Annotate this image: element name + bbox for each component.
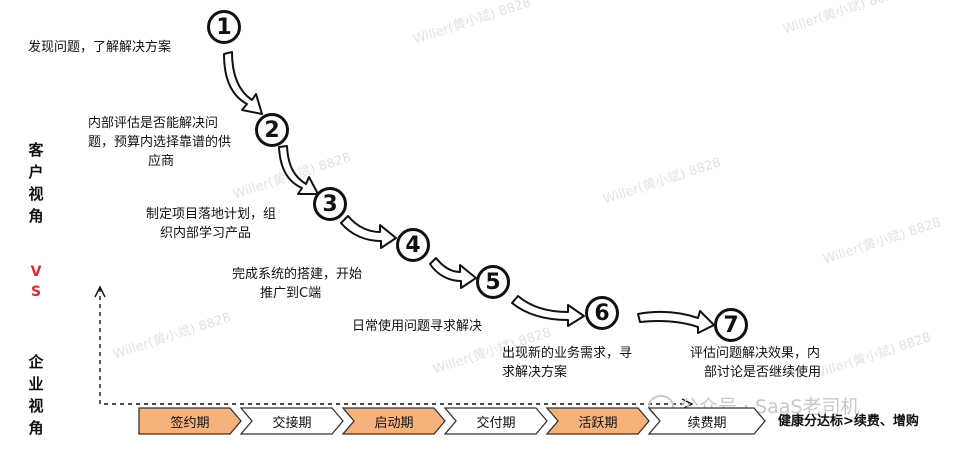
step-description-2: 内部评估是否能解决问 题，预算内选择靠谱的供 应商 [88,114,231,171]
text-line: 完成系统的搭建，开始 [232,267,363,282]
vs-char: V [30,264,42,280]
step-circle-3: 3 [313,187,347,221]
label-char: 企 [28,353,44,371]
phase-label: 交付期 [476,415,516,431]
curved-arrow-icon [637,310,715,334]
label-char: 视 [28,397,44,415]
text-line: 内部评估是否能解决问 [88,116,219,131]
step-description-1: 发现问题，了解解决方案 [28,38,171,57]
curved-arrow-icon [340,215,397,249]
phase-chevron: 活跃期 [546,407,650,435]
curved-arrow-icon [223,51,263,115]
label-char: 角 [28,207,44,225]
step-circle-5: 5 [476,265,510,299]
renewal-goal-text: 健康分达标>续费、增购 [778,414,919,429]
label-char: 业 [28,375,44,393]
curved-arrow-icon [278,145,319,195]
text-line: 推广到C端 [260,286,322,301]
step-circle-2: 2 [255,113,289,147]
text-line: 求解决方案 [502,365,568,380]
text-line: 日常使用问题寻求解决 [352,319,483,334]
curved-arrow-icon [429,257,477,289]
phase-chevron: 签约期 [138,407,242,435]
phase-label: 活跃期 [578,415,618,431]
phase-chevron: 续费期 [648,407,766,435]
label-char: 户 [28,163,44,181]
label-char: 角 [28,419,44,437]
text-line: 制定项目落地计划，组 [146,207,277,222]
step-circle-6: 6 [585,296,619,330]
step-circle-4: 4 [396,228,430,262]
phase-label: 启动期 [374,415,414,431]
text-line: 织内部学习产品 [160,226,252,241]
step-circle-1: 1 [207,10,241,44]
text-line: 评估问题解决效果，内 [690,346,821,361]
step-circle-7: 7 [714,308,748,342]
text-line: 发现问题，了解解决方案 [28,40,172,55]
text-line: 题，预算内选择靠谱的供 [88,135,232,150]
label-char: 视 [28,185,44,203]
phase-chevron: 交付期 [444,407,548,435]
step-description-4: 完成系统的搭建，开始 推广到C端 [232,265,362,303]
timeline-axis [99,288,690,405]
phase-label: 签约期 [170,415,210,431]
step-description-7: 评估问题解决效果，内 部讨论是否继续使用 [690,344,821,382]
text-line: 部讨论是否继续使用 [704,365,822,380]
step-description-6: 出现新的业务需求，寻 求解决方案 [502,344,632,382]
step-description-3: 制定项目落地计划，组 织内部学习产品 [146,205,276,243]
phase-chevron: 启动期 [342,407,446,435]
label-char: 客 [28,141,44,159]
phase-chevron: 交接期 [240,407,344,435]
text-line: 出现新的业务需求，寻 [502,346,633,361]
phase-label: 续费期 [687,415,727,431]
curved-arrow-icon [511,295,585,327]
vs-char: S [30,284,42,300]
text-line: 应商 [148,154,175,169]
step-description-5: 日常使用问题寻求解决 [352,317,482,336]
phase-label: 交接期 [272,415,312,431]
